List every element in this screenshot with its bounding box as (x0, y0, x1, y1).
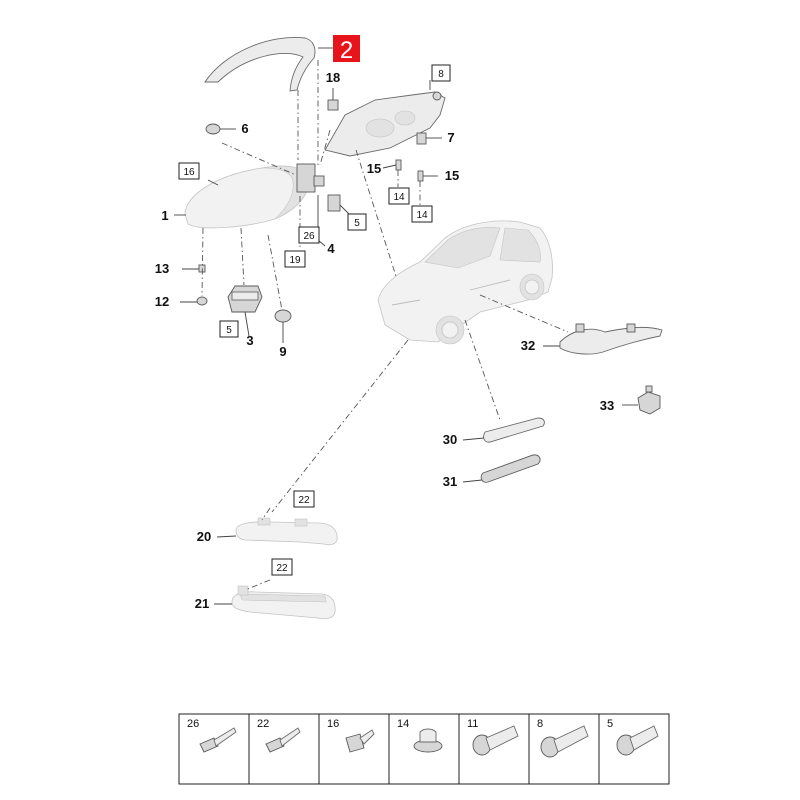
callout-18: 18 (326, 70, 340, 85)
callout-13: 13 (155, 261, 169, 276)
svg-text:8: 8 (438, 69, 444, 80)
boxed-ref-22a[interactable]: 22 (293, 490, 315, 508)
callout-15b: 15 (445, 168, 459, 183)
callout-15a: 15 (367, 161, 381, 176)
fastener-table: 26 22 16 14 11 8 5 (178, 713, 670, 785)
boxed-ref-5a[interactable]: 5 (347, 213, 367, 231)
callout-6: 6 (241, 121, 248, 136)
boxed-ref-16[interactable]: 16 (178, 162, 200, 180)
table-cell-26: 26 (187, 718, 199, 730)
callout-31: 31 (443, 474, 457, 489)
part-grommet-9[interactable] (274, 309, 292, 323)
table-cell-5: 5 (607, 718, 613, 730)
part-housing-frame[interactable] (296, 163, 325, 193)
callout-1: 1 (161, 208, 168, 223)
boxed-ref-14b[interactable]: 14 (411, 205, 433, 223)
boxed-ref-26[interactable]: 26 (298, 226, 320, 244)
svg-text:16: 16 (183, 167, 195, 178)
svg-text:22: 22 (276, 563, 288, 574)
svg-text:22: 22 (298, 495, 310, 506)
part-control-unit-3[interactable] (227, 285, 263, 313)
table-cell-22: 22 (257, 718, 269, 730)
table-cell-11: 11 (467, 718, 478, 730)
callout-9: 9 (279, 344, 286, 359)
svg-text:19: 19 (289, 255, 301, 266)
bolt-icon (616, 725, 659, 756)
part-bumper-light-20[interactable] (235, 517, 338, 546)
screw-icon (345, 729, 375, 753)
svg-text:14: 14 (393, 192, 405, 203)
callout-21: 21 (195, 596, 209, 611)
part-housing-bracket[interactable] (324, 91, 446, 157)
screw-icon (199, 727, 237, 753)
nut-icon (413, 728, 443, 753)
svg-text:14: 14 (416, 210, 428, 221)
part-pin-15b[interactable] (417, 170, 424, 182)
boxed-ref-14a[interactable]: 14 (388, 187, 410, 205)
callout-7: 7 (447, 130, 454, 145)
callout-33: 33 (600, 398, 614, 413)
part-side-marker-31[interactable] (480, 454, 541, 483)
boxed-ref-19[interactable]: 19 (284, 250, 306, 268)
part-connector-33[interactable] (637, 385, 661, 415)
highlight-callout-2[interactable]: 2 (333, 35, 360, 64)
table-cell-8: 8 (537, 718, 543, 730)
part-mirror-indicator-32[interactable] (559, 323, 663, 355)
bolt-icon (472, 725, 519, 756)
svg-text:5: 5 (354, 218, 360, 229)
part-headlight-lens[interactable] (184, 165, 309, 229)
part-module-5a[interactable] (327, 194, 341, 212)
callout-12: 12 (155, 294, 169, 309)
screw-icon (265, 727, 301, 753)
table-cell-16: 16 (327, 718, 339, 730)
part-trim-strip[interactable] (204, 36, 316, 92)
car-illustration (377, 220, 553, 345)
callout-30: 30 (443, 432, 457, 447)
highlight-label: 2 (340, 37, 353, 64)
callout-32: 32 (521, 338, 535, 353)
svg-text:26: 26 (303, 231, 315, 242)
svg-text:5: 5 (226, 325, 232, 336)
part-washer-12[interactable] (196, 296, 208, 306)
part-bumper-light-21[interactable] (231, 585, 336, 620)
part-side-marker-30[interactable] (483, 417, 545, 443)
boxed-ref-8[interactable]: 8 (431, 64, 451, 82)
part-pin-15a[interactable] (395, 159, 402, 171)
callout-4: 4 (327, 241, 335, 256)
boxed-ref-22b[interactable]: 22 (271, 558, 293, 576)
callout-3: 3 (246, 333, 253, 348)
table-cell-14: 14 (397, 718, 409, 730)
part-grommet-6[interactable] (205, 123, 221, 135)
bolt-icon (540, 725, 589, 758)
callout-20: 20 (197, 529, 211, 544)
boxed-ref-5b[interactable]: 5 (219, 320, 239, 338)
part-clip-18[interactable] (327, 99, 339, 111)
part-connector-7[interactable] (416, 132, 427, 145)
